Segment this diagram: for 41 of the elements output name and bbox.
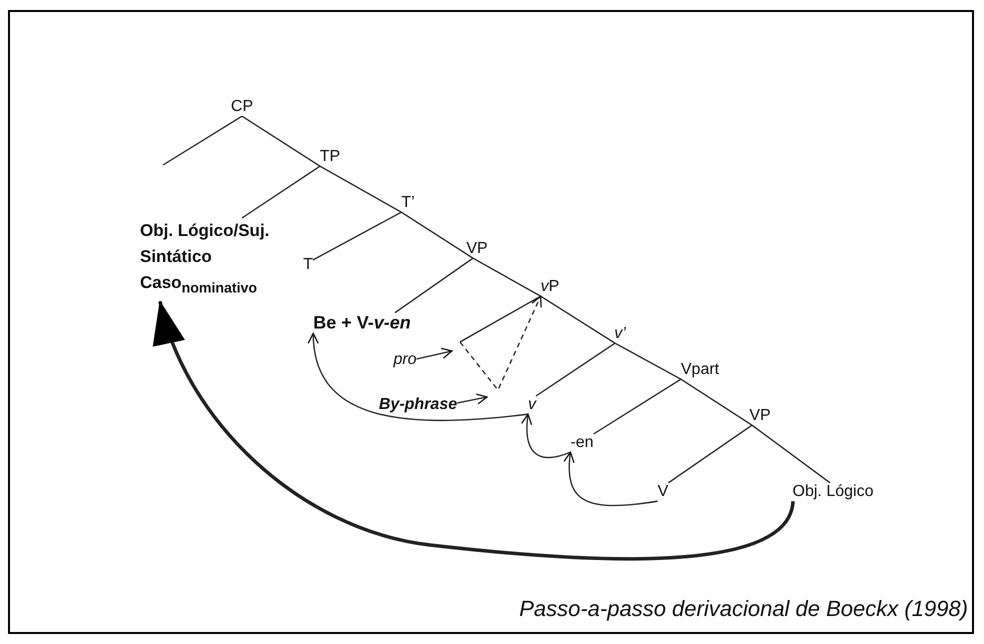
node-label: v xyxy=(528,396,536,414)
moved-element-label: Obj. Lógico/Suj. Sintático Caso$_{nominativo}$ xyxy=(140,218,305,302)
tree-branch xyxy=(668,424,752,484)
node-label: VP xyxy=(749,406,771,426)
arrow xyxy=(564,452,658,506)
tree-branch xyxy=(540,296,616,344)
tree-branch xyxy=(242,166,320,219)
tree-branch xyxy=(162,116,242,166)
node-label: CP xyxy=(230,98,254,116)
tree-branch xyxy=(472,258,541,297)
node-label: By-phrase xyxy=(378,396,458,414)
node-label: T’ xyxy=(401,194,415,212)
tree-branch xyxy=(593,378,682,435)
tree-branch xyxy=(680,378,752,426)
node-label: v’ xyxy=(614,324,626,344)
tree-branch xyxy=(536,342,616,397)
tree-branch xyxy=(460,296,541,343)
tree-branch xyxy=(400,212,474,259)
tree-branch xyxy=(320,166,402,213)
arrow xyxy=(416,348,453,360)
node-label: -en xyxy=(570,434,594,452)
node-label: vP xyxy=(540,278,560,296)
tree-branch xyxy=(394,258,474,314)
tree-branch xyxy=(242,116,320,167)
node-label: TP xyxy=(320,148,340,166)
caption: Passo-a-passo derivacional de Boeckx (1998) xyxy=(519,596,968,622)
tree-branch xyxy=(312,212,402,261)
node-label: T xyxy=(303,256,313,274)
arrow xyxy=(308,332,528,422)
movement-arrow xyxy=(155,300,795,561)
node-label: Vpart xyxy=(680,360,720,380)
node-label: pro xyxy=(393,350,417,370)
tree-branch xyxy=(752,424,830,484)
node-label: V xyxy=(658,482,668,502)
arrow xyxy=(457,393,488,405)
node-label: Be + V-v-en xyxy=(313,312,411,334)
dashed-arrow xyxy=(460,296,542,392)
arrow xyxy=(521,414,571,458)
tree-branch xyxy=(614,342,682,380)
node-label: Obj. Lógico xyxy=(792,482,874,502)
node-label: VP xyxy=(466,240,488,258)
